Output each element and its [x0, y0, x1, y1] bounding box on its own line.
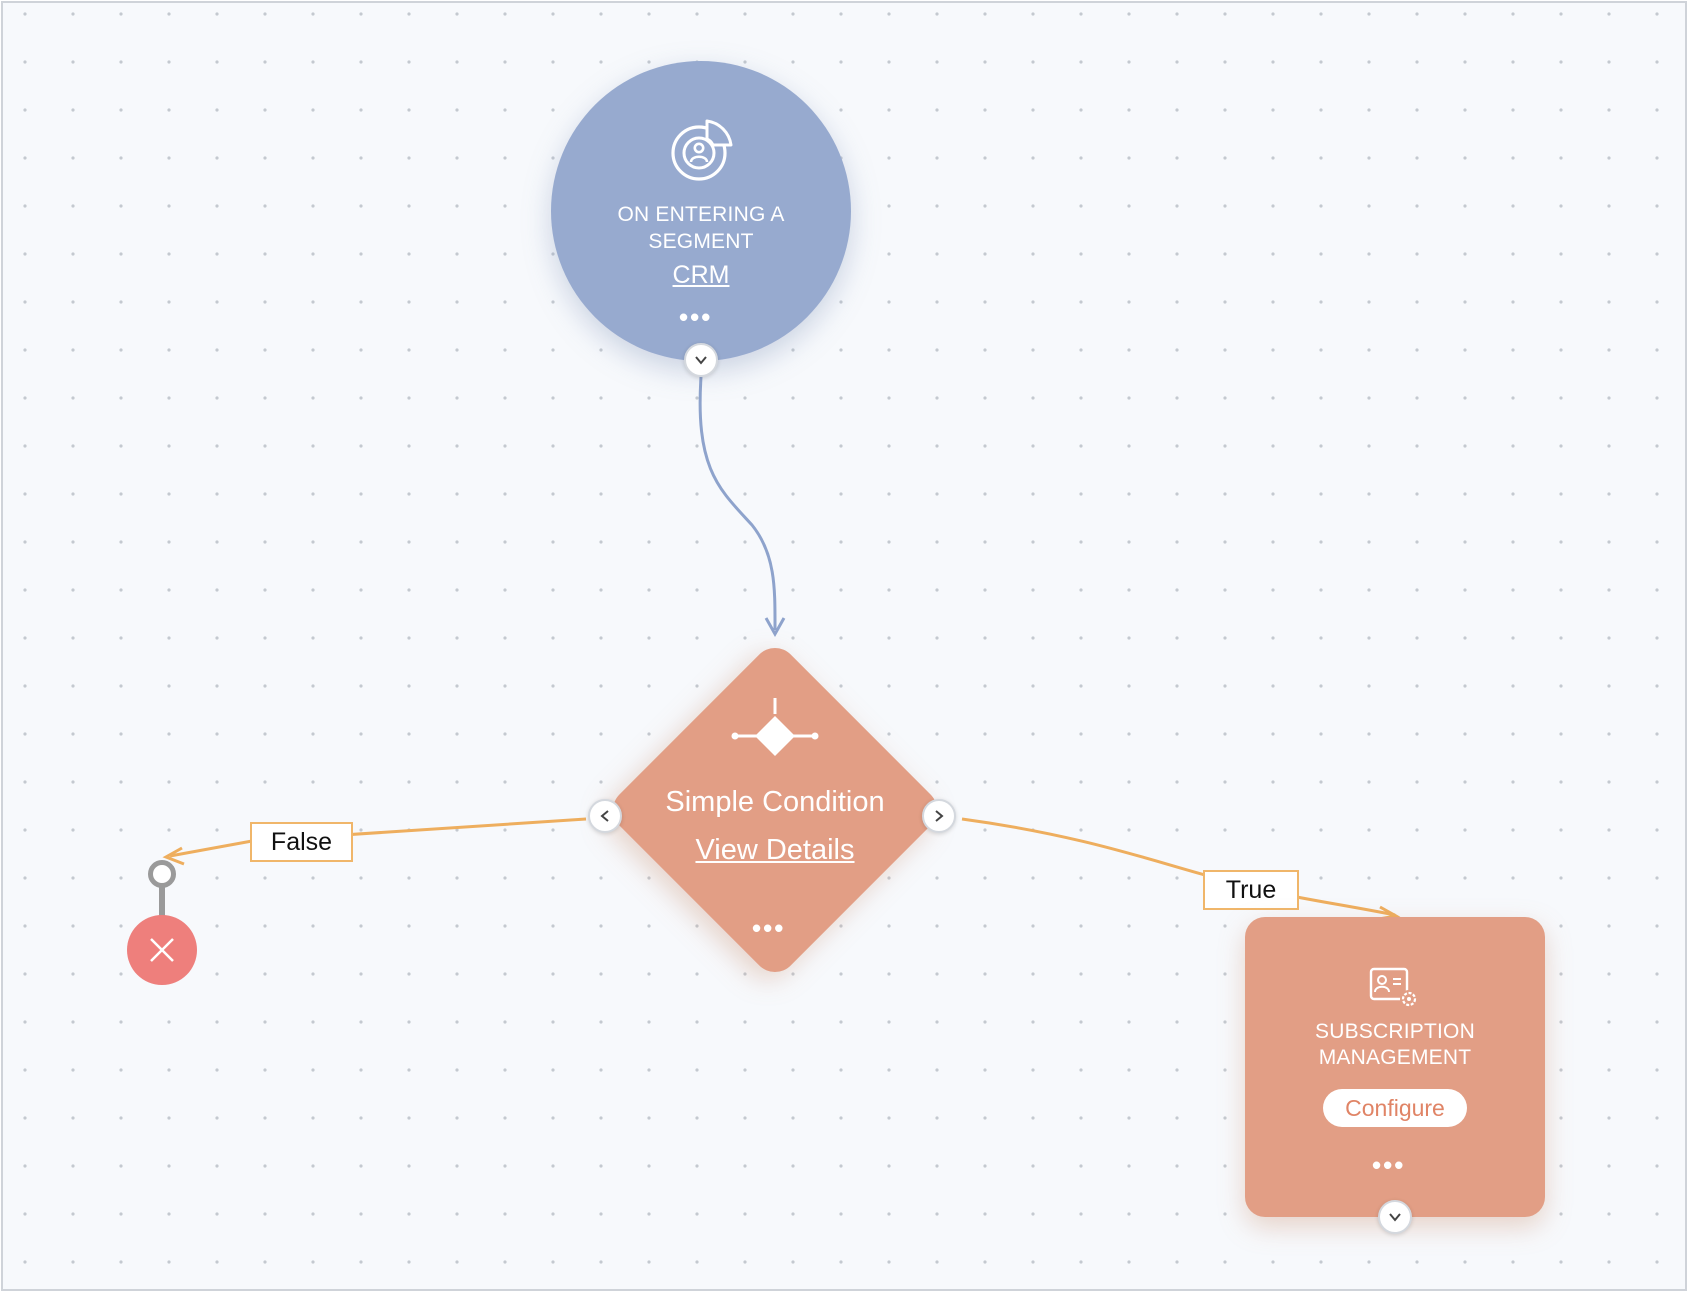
action-more-menu[interactable]: ••• [1372, 1150, 1406, 1180]
trigger-title: ON ENTERING A SEGMENT [617, 203, 785, 253]
condition-left-handle[interactable] [588, 799, 622, 833]
true-branch-label: True [1203, 870, 1299, 910]
chevron-right-icon [935, 810, 944, 822]
close-icon [150, 938, 174, 962]
condition-more-menu[interactable]: ••• [752, 913, 786, 943]
condition-diamond-icon [731, 698, 819, 756]
end-connector-stem [159, 887, 165, 917]
condition-content: Simple Condition View Details ••• [600, 640, 950, 980]
false-branch-label: False [250, 822, 353, 862]
arrowhead-false [162, 846, 185, 866]
end-node[interactable] [127, 915, 197, 985]
action-title: SUBSCRIPTION MANAGEMENT [1315, 1020, 1475, 1069]
condition-right-handle[interactable] [922, 799, 956, 833]
trigger-collapse-button[interactable] [684, 343, 718, 377]
configure-button[interactable]: Configure [1323, 1089, 1467, 1127]
trigger-crm-link[interactable]: CRM [672, 261, 730, 289]
edge-trigger-to-condition [698, 376, 777, 631]
end-connector-handle[interactable] [148, 860, 176, 888]
view-details-link[interactable]: View Details [695, 834, 855, 866]
action-collapse-button[interactable] [1378, 1200, 1412, 1234]
chevron-down-icon [695, 356, 707, 365]
subscription-management-node[interactable]: SUBSCRIPTION MANAGEMENT Configure ••• [1245, 917, 1545, 1217]
trigger-more-menu[interactable]: ••• [679, 302, 713, 332]
trigger-node[interactable]: ON ENTERING A SEGMENT CRM ••• [551, 61, 851, 361]
condition-title: Simple Condition [665, 786, 885, 818]
subscription-management-icon [1369, 967, 1418, 1008]
chevron-left-icon [600, 810, 609, 822]
segment-target-icon [671, 119, 733, 181]
arrowhead-condition [764, 617, 786, 638]
chevron-down-icon [1389, 1213, 1401, 1222]
